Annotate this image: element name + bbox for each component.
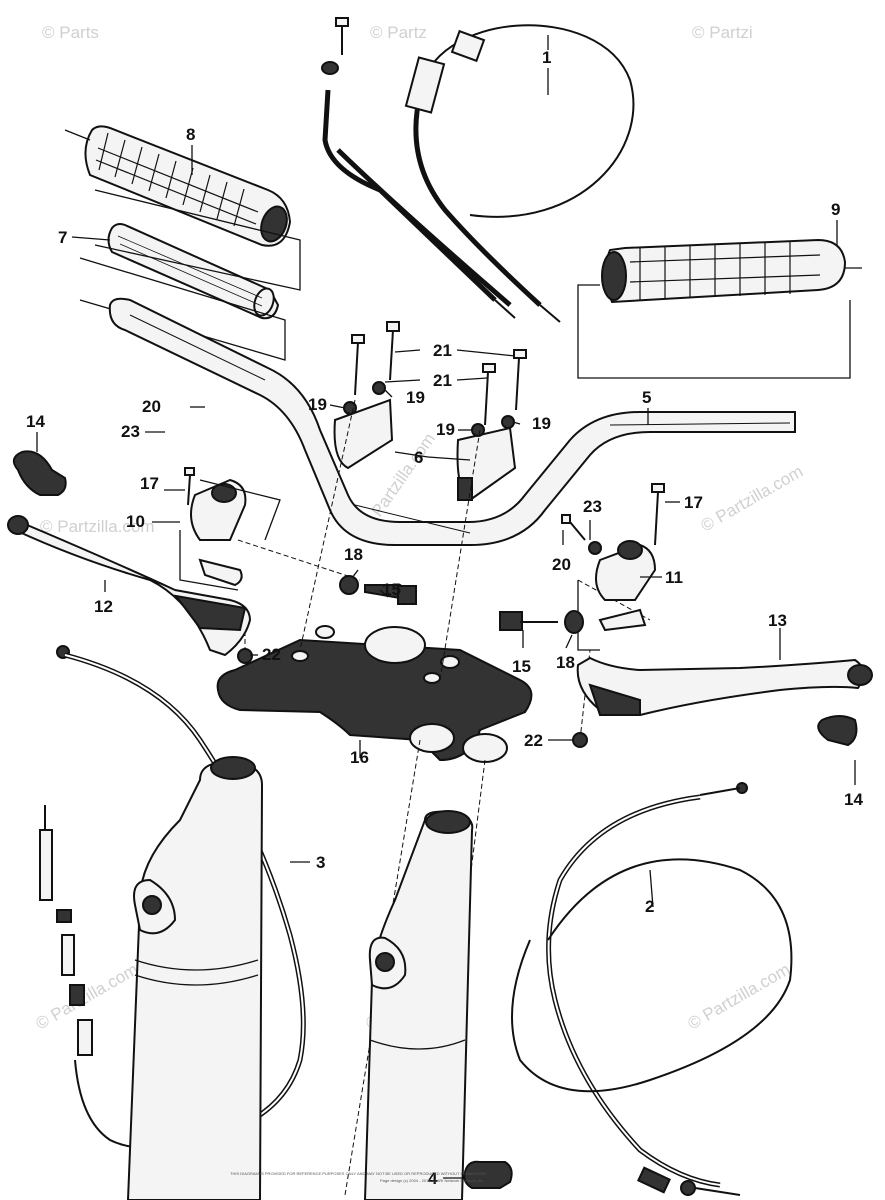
callout-label: 1 [542, 48, 551, 67]
callout-label: 18 [556, 653, 575, 672]
watermark-text: © Partzilla.com [685, 960, 794, 1034]
callout-label: 23 [583, 497, 602, 516]
callout-label: 9 [831, 200, 840, 219]
callout-label: 23 [121, 422, 140, 441]
part-throttle-tube [107, 223, 280, 320]
callout-label: 17 [684, 493, 703, 512]
part-right-lever-assembly [561, 483, 873, 717]
callout-label: 5 [642, 388, 651, 407]
callout-label: 12 [94, 597, 113, 616]
part-bar-end-right [817, 715, 858, 747]
footer: THIS DIAGRAM IS PROVIDED FOR REFERENCE P… [230, 1171, 486, 1183]
callout-label: 14 [26, 412, 45, 431]
callout-label: 4 [428, 1169, 438, 1188]
part-bolts [343, 321, 527, 437]
part-bar-end-left [12, 450, 67, 496]
callout-label: 2 [645, 897, 654, 916]
watermark-text: © Partzi [692, 23, 753, 42]
callout-label: 21 [433, 371, 452, 390]
footer-fine-print: THIS DIAGRAM IS PROVIDED FOR REFERENCE P… [230, 1171, 486, 1176]
callout-label: 3 [316, 853, 325, 872]
callout-label: 16 [350, 748, 369, 767]
callout-label: 22 [262, 645, 281, 664]
callout-label: 19 [436, 420, 455, 439]
part-pivot-bolt-right [499, 610, 584, 634]
callout-label: 20 [552, 555, 571, 574]
callout-label: 17 [140, 474, 159, 493]
watermark-text: © Partzilla.com [40, 517, 155, 536]
callout-label: 15 [382, 580, 401, 599]
callout-label: 19 [308, 395, 327, 414]
watermark-text: © Partz [370, 23, 427, 42]
watermark-text: © Parts [42, 23, 99, 42]
callout-label: 8 [186, 125, 195, 144]
callout-label: 11 [665, 568, 683, 587]
part-clutch-cable [511, 782, 793, 1196]
part-left-grip [64, 125, 292, 247]
callout-label: 7 [58, 228, 67, 247]
part-right-grip [577, 238, 862, 379]
callout-label: 6 [414, 448, 423, 467]
callout-label: 19 [406, 388, 425, 407]
part-center-fork-top [363, 810, 474, 1200]
part-top-bridge [216, 625, 533, 763]
callout-label: 21 [433, 341, 452, 360]
callout-label: 22 [524, 731, 543, 750]
callout-label: 14 [844, 790, 863, 809]
callout-label: 13 [768, 611, 787, 630]
callout-label: 10 [126, 512, 145, 531]
leader-lines [36, 35, 856, 1179]
watermark-text: © Partzilla.com [698, 462, 807, 536]
callout-label: 20 [142, 397, 161, 416]
callout-labels: 1 2 3 4 5 6 7 8 9 10 11 12 13 14 14 15 1… [26, 48, 863, 1188]
footer-copyright: Page design (c) 2004 - 2017 by ARI Netwo… [380, 1178, 484, 1183]
part-pivot-bolt-left [339, 575, 417, 606]
callout-label: 15 [512, 657, 531, 676]
part-throttle-cable [321, 17, 635, 323]
callout-label: 19 [532, 414, 551, 433]
part-left-lever-assembly [7, 467, 281, 657]
part-left-fork-top [126, 756, 264, 1200]
callout-label: 18 [344, 545, 363, 564]
part-cable-clip [463, 1160, 513, 1189]
part-handlebar [108, 297, 796, 546]
part-front-brake-cable [39, 645, 306, 1149]
